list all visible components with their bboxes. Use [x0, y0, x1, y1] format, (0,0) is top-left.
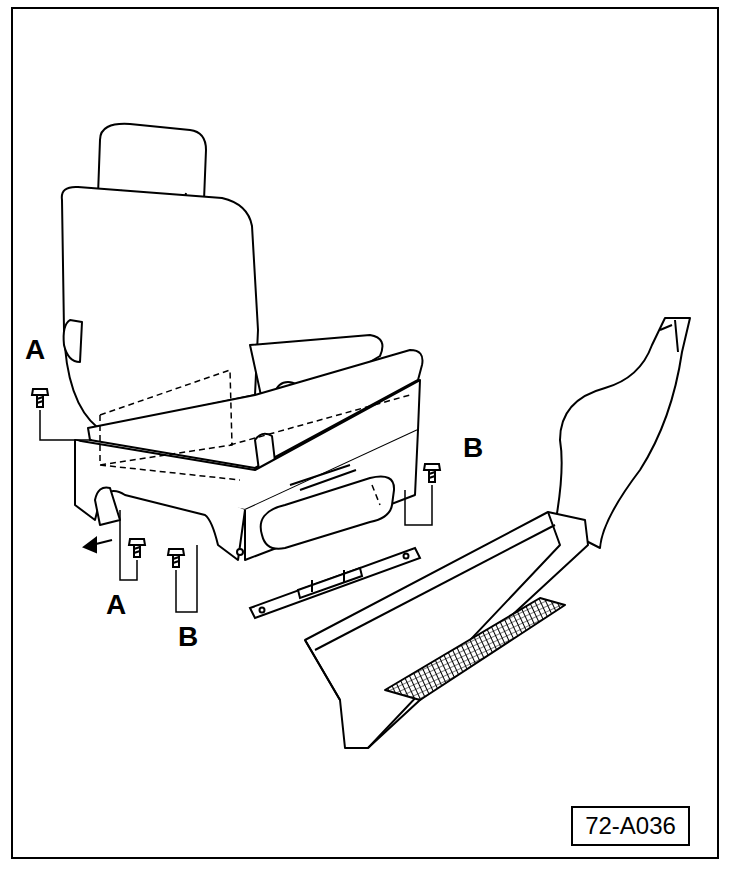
bolts-part-part: [134, 545, 140, 557]
bolts-part: [424, 464, 440, 482]
seat-part: [62, 187, 258, 428]
step-well-part: [660, 320, 678, 352]
bolts-part-part: [429, 472, 435, 478]
leader-lines-part: [405, 485, 432, 525]
mounting-rail-part: [312, 570, 344, 592]
step-well-part: [385, 598, 565, 700]
bolts-part: [32, 389, 48, 407]
seat: [62, 124, 423, 560]
seat-part: [290, 465, 356, 490]
bolts-part-part: [429, 470, 435, 482]
seat-part: [237, 549, 243, 555]
mounting-rail-part: [298, 568, 362, 598]
seat-part: [64, 320, 82, 362]
bolts-part-part: [134, 547, 140, 553]
leader-lines-part: [120, 510, 137, 580]
frame: [12, 8, 718, 858]
mounting-rail-part: [404, 554, 409, 559]
direction-arrow: [84, 538, 112, 552]
leader-lines-part: [40, 410, 92, 440]
hidden-outline: [100, 370, 410, 505]
leader-lines-part: [176, 545, 197, 612]
bolts-part-part: [173, 555, 179, 567]
bolts-part-part: [173, 557, 179, 563]
step-well-part: [305, 512, 588, 748]
seat-part: [95, 488, 120, 526]
step-well: [305, 318, 690, 748]
direction-arrow-part: [84, 538, 96, 552]
part-letter: A: [106, 591, 126, 619]
part-letter: B: [178, 623, 198, 651]
leader-lines: [40, 410, 432, 612]
part-letter: B: [463, 434, 483, 462]
seat-part: [261, 477, 394, 549]
hidden-outline-part: [100, 370, 410, 505]
bolts: [32, 389, 440, 567]
bolts-part: [129, 539, 145, 557]
bolts-part: [168, 549, 184, 567]
bolts-part-part: [37, 397, 43, 403]
mounting-rail-part: [260, 608, 265, 613]
seat-part: [245, 430, 418, 560]
figure-number-box: 72-A036: [571, 806, 690, 846]
step-well-part: [315, 525, 555, 650]
step-well-part: [555, 318, 690, 548]
bolts-part-part: [37, 395, 43, 407]
part-letter: A: [25, 336, 45, 364]
figure-number: 72-A036: [585, 814, 676, 838]
